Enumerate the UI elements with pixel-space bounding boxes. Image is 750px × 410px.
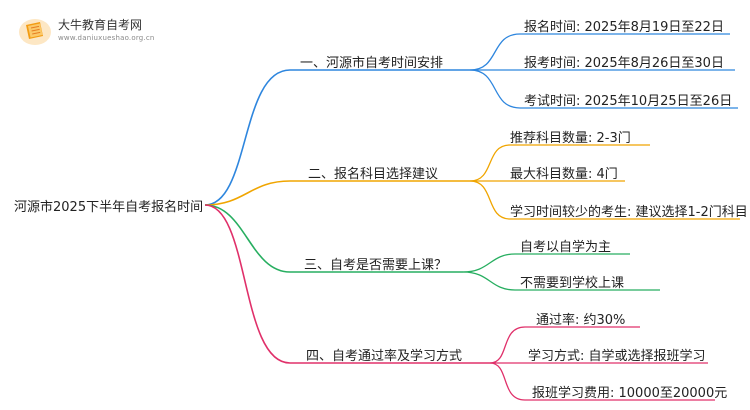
site-logo: 大牛教育自考网 www.daniuxueshao.org.cn [18, 14, 218, 48]
branch-1-leaf-2: 报考时间: 2025年8月26日至30日 [524, 56, 724, 71]
branch-4-leaf-3: 报班学习费用: 10000至20000元 [532, 386, 728, 401]
edge-branch-3-leaf-2 [462, 271, 660, 291]
branch-3-label: 三、自考是否需要上课？ [304, 258, 448, 273]
logo-title: 大牛教育自考网 [58, 18, 143, 32]
edge-root-branch-3 [204, 204, 463, 273]
edge-branch-2-leaf-1 [469, 144, 650, 182]
edge-branch-1-leaf-3 [469, 69, 738, 109]
branch-4-leaf-1: 通过率: 约30% [536, 313, 626, 328]
branch-2-leaf-2: 最大科目数量: 4门 [510, 167, 618, 182]
branch-2-label: 二、报名科目选择建议 [308, 167, 439, 182]
edge-root-branch-2 [204, 180, 470, 206]
branch-1-leaf-3: 考试时间: 2025年10月25日至26日 [524, 94, 733, 109]
edge-root-branch-4 [204, 204, 490, 364]
branch-3-leaf-2: 不需要到学校上课 [520, 276, 625, 291]
logo-url: www.daniuxueshao.org.cn [58, 34, 155, 42]
branch-2-leaf-1: 推荐科目数量: 2-3门 [510, 131, 631, 146]
branch-3-leaf-1: 自考以自学为主 [520, 240, 612, 255]
branch-1-label: 一、河源市自考时间安排 [300, 56, 444, 71]
branch-4-label: 四、自考通过率及学习方式 [306, 349, 463, 364]
branch-1-leaf-1: 报名时间: 2025年8月19日至22日 [524, 20, 724, 35]
branch-4-leaf-2: 学习方式: 自学或选择报班学习 [528, 349, 706, 364]
edge-branch-2-leaf-3 [469, 180, 740, 220]
book-logo-icon [19, 19, 51, 45]
edge-branch-4-leaf-3 [489, 362, 715, 401]
branch-2-leaf-3: 学习时间较少的考生: 建议选择1-2门科目 [510, 205, 748, 220]
edge-branch-4-leaf-1 [489, 326, 640, 364]
edge-branch-3-leaf-1 [462, 253, 630, 273]
mindmap-root: 河源市2025下半年自考报名时间 [14, 200, 204, 215]
edge-root-branch-1 [204, 69, 470, 206]
edge-branch-1-leaf-1 [469, 33, 730, 71]
